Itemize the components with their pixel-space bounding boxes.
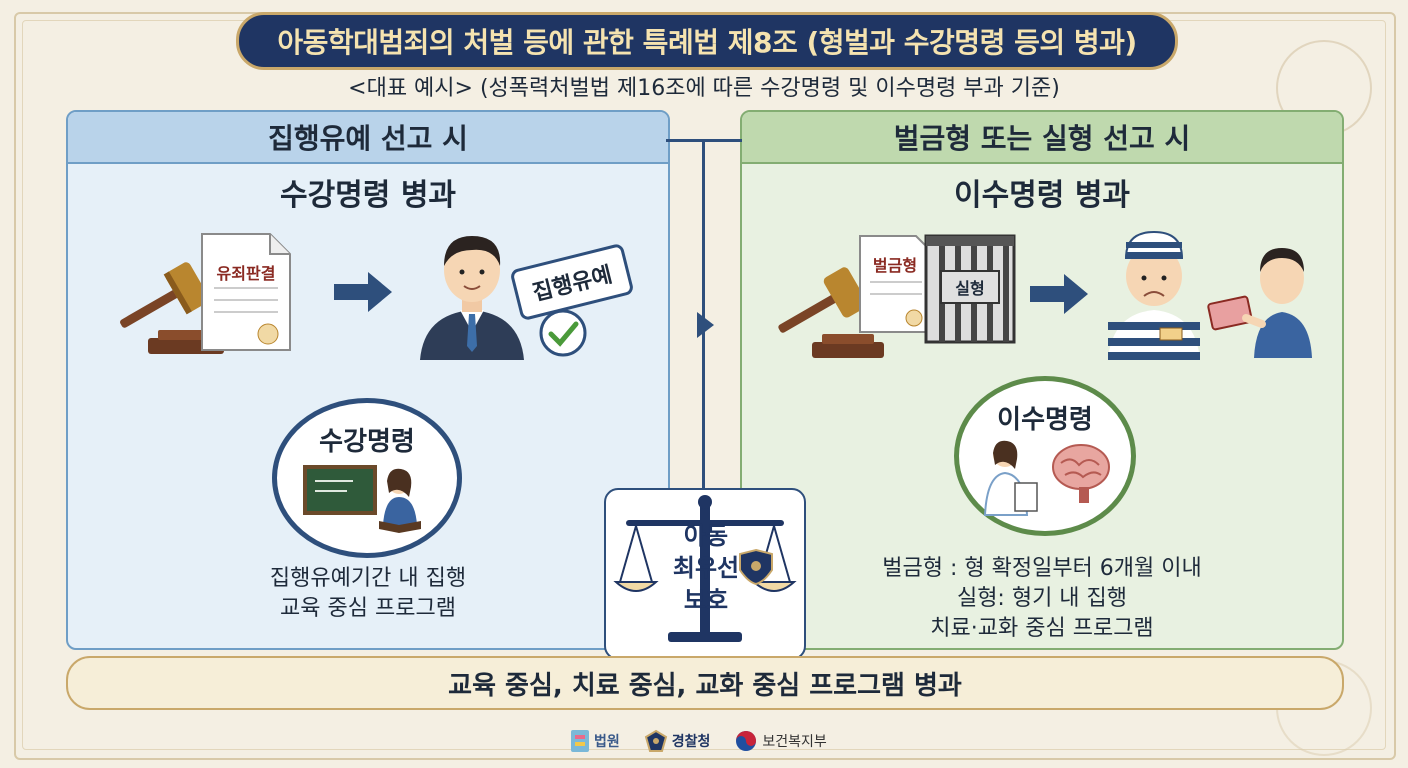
right-panel: 벌금형 또는 실형 선고 시 이수명령 병과 벌금형 실형 [740, 110, 1344, 650]
counselor-brain-icon [983, 440, 1110, 516]
center-arrow-icon [697, 312, 714, 338]
document-icon [859, 235, 933, 333]
police-logo: 경찰청 [644, 729, 711, 753]
defendant-figure-icon [420, 236, 524, 360]
scale-line2: 최우선 [672, 554, 740, 582]
document-icon [201, 233, 291, 351]
prisoner-figure-icon [1108, 230, 1200, 360]
officer-figure-icon [1207, 248, 1312, 358]
arrow-right-icon [1030, 274, 1088, 314]
check-icon [539, 309, 587, 357]
left-panel-header: 집행유예 선고 시 [68, 112, 668, 164]
page-subtitle: <대표 예시> (성폭력처벌법 제16조에 따른 수강명령 및 이수명령 부과 … [348, 76, 1060, 101]
lecture-order-circle: 수강명령 [272, 398, 462, 558]
left-desc-line1: 집행유예기간 내 집행 [269, 566, 467, 591]
court-emblem-icon [571, 730, 589, 752]
bottom-summary-bar: 교육 중심, 치료 중심, 교화 중심 프로그램 병과 [66, 656, 1344, 710]
right-panel-header: 벌금형 또는 실형 선고 시 [742, 112, 1342, 164]
fine-label: 벌금형 [872, 256, 918, 275]
taegeuk-icon [736, 731, 757, 751]
scale-line3: 보호 [683, 586, 729, 614]
ministry-logo-label: 보건복지부 [762, 734, 827, 750]
left-panel: 집행유예 선고 시 수강명령 병과 유죄판결 집행유예 [66, 110, 670, 650]
scale-of-justice-icon [613, 495, 797, 642]
right-desc-line3: 치료·교화 중심 프로그램 [930, 616, 1154, 641]
ministry-logo: 보건복지부 [734, 729, 827, 753]
right-panel-subheading: 이수명령 병과 [953, 178, 1131, 213]
logo-strip: 법원 경찰청 보건복지부 [570, 724, 827, 758]
court-logo: 법원 [570, 729, 620, 753]
left-panel-subheading: 수강명령 병과 [279, 178, 457, 213]
court-logo-label: 법원 [594, 734, 620, 750]
right-desc-line2: 실형: 형기 내 집행 [956, 586, 1128, 611]
lecture-order-label: 수강명령 [319, 427, 415, 457]
police-emblem-icon [644, 729, 667, 752]
prison-label: 실형 [940, 270, 1000, 304]
left-desc-line2: 교육 중심 프로그램 [280, 596, 456, 621]
verdict-label: 유죄판결 [216, 264, 276, 283]
police-logo-label: 경찰청 [671, 734, 711, 750]
scale-line1: 아동 [683, 522, 729, 550]
completion-order-circle: 이수명령 [954, 376, 1136, 536]
classroom-icon [303, 465, 421, 533]
page-title: 아동학대범죄의 처벌 등에 관한 특례법 제8조 (형벌과 수강명령 등의 병과… [236, 12, 1178, 70]
gavel-icon [778, 267, 884, 358]
child-protection-scale: 아동 최우선 보호 [604, 488, 806, 660]
completion-order-label: 이수명령 [997, 405, 1093, 435]
scale-text: 아동 최우선 보호 [664, 520, 748, 616]
arrow-right-icon [334, 272, 392, 312]
right-desc-line1: 벌금형 : 형 확정일부터 6개월 이내 [882, 556, 1202, 581]
